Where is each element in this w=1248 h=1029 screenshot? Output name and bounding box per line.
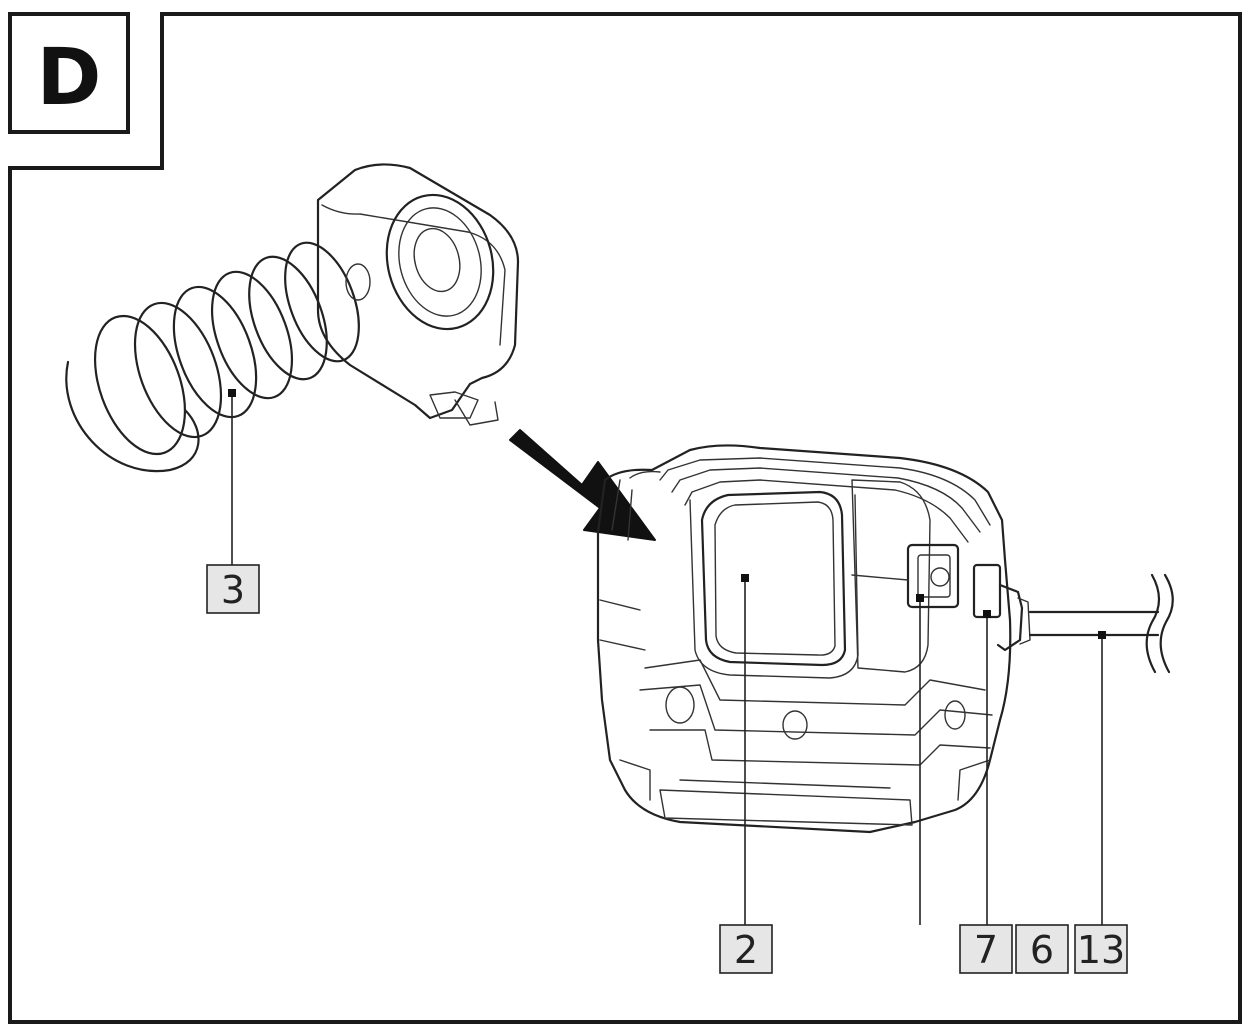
- insertion-arrow: [509, 429, 656, 541]
- housing: [596, 444, 1031, 834]
- callout-label-7: 7: [959, 924, 1013, 974]
- svg-text:13: 13: [1077, 928, 1125, 972]
- callout-label-6: 6: [1015, 924, 1069, 974]
- diagram-frame: [8, 12, 1242, 1024]
- callout-label-13: 13: [1074, 924, 1128, 974]
- svg-text:6: 6: [1030, 928, 1054, 972]
- power-cable: [1028, 573, 1174, 674]
- callout-label-2: 2: [719, 924, 773, 974]
- spring: [65, 241, 360, 473]
- spring-cap: [316, 163, 520, 426]
- svg-text:3: 3: [221, 568, 245, 612]
- callout-label-3: 3: [206, 564, 260, 614]
- callout-leaders: [228, 389, 1106, 925]
- svg-text:2: 2: [734, 928, 758, 972]
- svg-text:7: 7: [974, 928, 998, 972]
- section-letter: D: [37, 33, 102, 123]
- section-tab: D: [8, 12, 130, 134]
